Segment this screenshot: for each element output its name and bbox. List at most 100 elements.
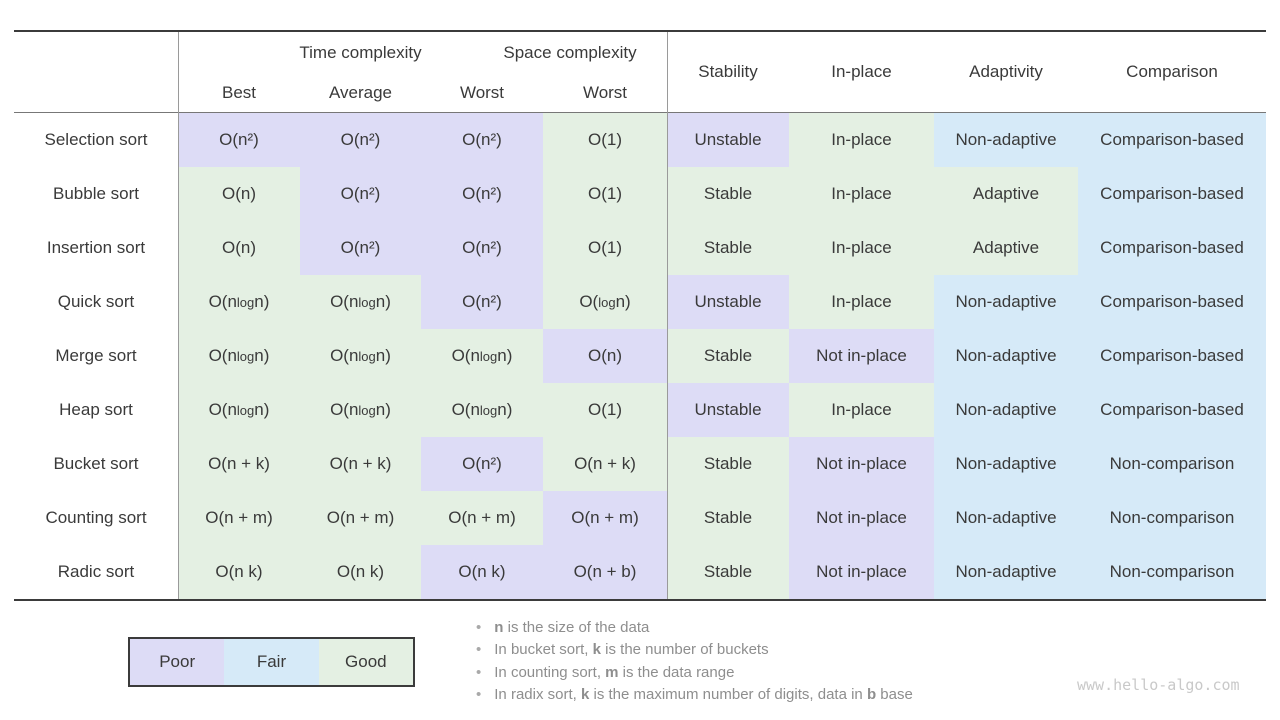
cell-best: O(n log n) — [178, 329, 300, 383]
table-header: Time complexity Space complexity Best Av… — [14, 32, 1266, 113]
cell-adaptivity: Non-adaptive — [934, 383, 1078, 437]
header-worst-time: Worst — [459, 83, 505, 102]
cell-best: O(n + k) — [178, 437, 300, 491]
algorithm-name: Merge sort — [14, 329, 178, 383]
cell-best: O(n²) — [178, 113, 300, 167]
cell-comparison: Non-comparison — [1078, 437, 1266, 491]
cell-average: O(n log n) — [300, 383, 421, 437]
cell-average: O(n log n) — [300, 275, 421, 329]
legend-item-poor: Poor — [130, 639, 225, 685]
cell-adaptivity: Non-adaptive — [934, 545, 1078, 599]
watermark: www.hello-algo.com — [1077, 676, 1240, 694]
algorithm-name: Selection sort — [14, 113, 178, 167]
algorithm-name: Bucket sort — [14, 437, 178, 491]
header-adaptivity: Adaptivity — [969, 62, 1043, 81]
sorting-table: Time complexity Space complexity Best Av… — [14, 30, 1266, 601]
cell-best: O(n k) — [178, 545, 300, 599]
cell-stability: Stable — [667, 437, 789, 491]
cell-average: O(n + k) — [300, 437, 421, 491]
cell-worst: O(n²) — [421, 221, 543, 275]
cell-adaptivity: Non-adaptive — [934, 275, 1078, 329]
algorithm-name: Bubble sort — [14, 167, 178, 221]
cell-average: O(n²) — [300, 167, 421, 221]
cell-comparison: Comparison-based — [1078, 383, 1266, 437]
cell-best: O(n log n) — [178, 275, 300, 329]
cell-best: O(n) — [178, 221, 300, 275]
cell-space-worst: O(1) — [543, 167, 667, 221]
header-worst-space: Worst — [582, 83, 628, 102]
legend: Poor Fair Good — [128, 637, 415, 687]
cell-worst: O(n log n) — [421, 383, 543, 437]
cell-average: O(n²) — [300, 113, 421, 167]
cell-best: O(n + m) — [178, 491, 300, 545]
header-best: Best — [221, 83, 257, 102]
cell-comparison: Comparison-based — [1078, 329, 1266, 383]
cell-adaptivity: Adaptive — [934, 167, 1078, 221]
cell-space-worst: O(n + k) — [543, 437, 667, 491]
note-item: In counting sort, m is the data range — [476, 662, 913, 684]
cell-stability: Stable — [667, 545, 789, 599]
cell-worst: O(n²) — [421, 167, 543, 221]
cell-stability: Unstable — [667, 275, 789, 329]
algorithm-name: Insertion sort — [14, 221, 178, 275]
header-space-complexity: Space complexity — [503, 43, 637, 62]
cell-average: O(n log n) — [300, 329, 421, 383]
algorithm-name: Heap sort — [14, 383, 178, 437]
cell-in-place: In-place — [789, 221, 934, 275]
cell-in-place: Not in-place — [789, 545, 934, 599]
cell-space-worst: O(n + m) — [543, 491, 667, 545]
header-stability: Stability — [698, 62, 758, 81]
cell-space-worst: O(n) — [543, 329, 667, 383]
header-in-place: In-place — [831, 62, 892, 81]
cell-adaptivity: Non-adaptive — [934, 113, 1078, 167]
header-time-complexity: Time complexity — [299, 43, 422, 62]
cell-space-worst: O(n + b) — [543, 545, 667, 599]
cell-in-place: In-place — [789, 275, 934, 329]
cell-stability: Stable — [667, 491, 789, 545]
cell-comparison: Comparison-based — [1078, 221, 1266, 275]
cell-space-worst: O(log n) — [543, 275, 667, 329]
cell-adaptivity: Non-adaptive — [934, 329, 1078, 383]
note-item: In radix sort, k is the maximum number o… — [476, 684, 913, 706]
divider-labels-complexity — [178, 32, 179, 599]
cell-average: O(n + m) — [300, 491, 421, 545]
cell-space-worst: O(1) — [543, 113, 667, 167]
cell-in-place: In-place — [789, 383, 934, 437]
cell-worst: O(n + m) — [421, 491, 543, 545]
cell-in-place: Not in-place — [789, 437, 934, 491]
cell-adaptivity: Adaptive — [934, 221, 1078, 275]
cell-average: O(n k) — [300, 545, 421, 599]
cell-comparison: Non-comparison — [1078, 545, 1266, 599]
cell-stability: Unstable — [667, 383, 789, 437]
legend-item-good: Good — [318, 639, 413, 685]
cell-in-place: In-place — [789, 167, 934, 221]
header-blank — [14, 32, 178, 112]
cell-space-worst: O(1) — [543, 383, 667, 437]
algorithm-name: Quick sort — [14, 275, 178, 329]
cell-comparison: Comparison-based — [1078, 275, 1266, 329]
cell-adaptivity: Non-adaptive — [934, 437, 1078, 491]
cell-worst: O(n k) — [421, 545, 543, 599]
cell-adaptivity: Non-adaptive — [934, 491, 1078, 545]
cell-best: O(n) — [178, 167, 300, 221]
cell-comparison: Comparison-based — [1078, 167, 1266, 221]
header-comparison: Comparison — [1126, 62, 1218, 81]
cell-in-place: Not in-place — [789, 491, 934, 545]
header-average: Average — [328, 83, 392, 102]
cell-in-place: In-place — [789, 113, 934, 167]
notes-list: n is the size of the dataIn bucket sort,… — [476, 617, 913, 707]
note-item: In bucket sort, k is the number of bucke… — [476, 639, 913, 661]
cell-worst: O(n²) — [421, 113, 543, 167]
cell-stability: Stable — [667, 221, 789, 275]
